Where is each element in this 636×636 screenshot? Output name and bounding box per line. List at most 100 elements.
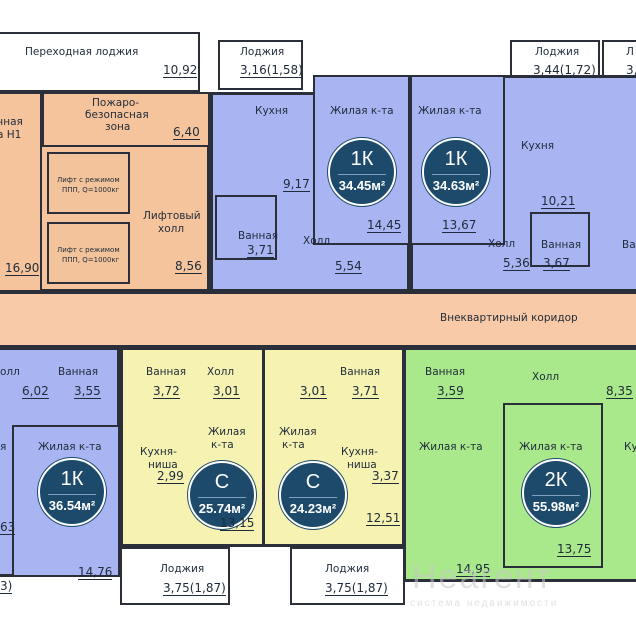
area: 6,40 (173, 125, 200, 140)
label: ППП, Q=1000кг (62, 256, 120, 264)
label: холл (158, 223, 185, 235)
bath-a (215, 195, 277, 260)
apartment-total-area: 34.45м² (338, 174, 386, 193)
lift-2 (47, 222, 130, 284)
label: Жилая к-та (419, 441, 483, 453)
loggia-bottom-1 (120, 547, 230, 605)
label: Жилая к-та (330, 105, 394, 117)
label: Ку (624, 441, 636, 453)
area: 14,45 (367, 218, 402, 233)
area: 9,17 (283, 177, 310, 192)
area: 3,75(1,87) (163, 581, 226, 596)
label: Пожаро- (92, 97, 140, 109)
loggia-bottom-2 (290, 547, 405, 605)
area: 3,59 (437, 384, 464, 399)
apartment-total-area: 25.74м² (198, 497, 246, 516)
label: Жилая (208, 426, 246, 438)
label: Лифт с режимом (57, 246, 120, 254)
label: Ванная (340, 366, 381, 378)
area: 3,16(1,58) (240, 63, 303, 78)
area: 12,51 (366, 511, 401, 526)
area: 8,35 (606, 384, 633, 399)
label: Жилая к-та (418, 105, 482, 117)
label: Лоджия (240, 46, 285, 58)
watermark-logo: Неагент (412, 558, 554, 596)
corridor-label: Внеквартирный коридор (440, 312, 578, 324)
apartment-total-area: 36.54м² (48, 494, 96, 513)
apartment-badge: С 25.74м² (188, 461, 256, 529)
label: Ва (622, 239, 636, 251)
label: Ванная (541, 239, 582, 251)
area: 3,55 (74, 384, 101, 399)
label: Холл (303, 235, 331, 247)
label: Ванная (238, 230, 279, 242)
area: 3,37 (372, 469, 399, 484)
area: 3,67 (543, 256, 570, 271)
label: Ванная (146, 366, 187, 378)
area: 16,90 (5, 261, 40, 276)
label: Л (626, 46, 634, 58)
label: Жилая к-та (519, 441, 583, 453)
fire-safe-zone (42, 92, 210, 147)
label: зона (105, 121, 131, 133)
label: Ванная (425, 366, 466, 378)
label: Переходная лоджия (25, 46, 139, 58)
label: а Н1 (0, 129, 22, 141)
apartment-total-area: 34.63м² (432, 174, 480, 193)
area: 14,76 (78, 565, 113, 580)
area: 3, (626, 64, 636, 78)
apartment-type: С (214, 471, 230, 493)
label: безопасная (85, 109, 149, 121)
label: Лоджия (160, 563, 205, 575)
lift-1 (47, 152, 130, 214)
area: 8,56 (175, 259, 202, 274)
area: 10,21 (541, 194, 576, 209)
apartment-type: 2К (544, 469, 568, 491)
area: 13,67 (442, 218, 477, 233)
area: 5,36 (503, 256, 530, 271)
label: олл (0, 366, 20, 378)
apartment-total-area: 55.98м² (532, 495, 580, 514)
label: Кухня (255, 105, 289, 117)
transit-loggia (0, 32, 200, 92)
label: Лифт с режимом (57, 176, 120, 184)
label: Кухня- (140, 446, 177, 458)
apartment-total-area: 24.23м² (289, 497, 337, 516)
loggia-top-1 (218, 40, 303, 90)
area: 13,15 (220, 516, 255, 531)
area: 63 (0, 520, 16, 535)
area: 3,01 (213, 384, 240, 399)
area: 3,44(1,72) (533, 63, 596, 78)
watermark-tagline: система недвижимости (410, 598, 559, 609)
label: Холл (207, 366, 235, 378)
apartment-type: 1К (350, 148, 374, 170)
label: Лоджия (325, 563, 370, 575)
label: Кухня (521, 140, 555, 152)
area: 3,71 (352, 384, 379, 399)
area: 3,72 (153, 384, 180, 399)
area: 6,02 (22, 384, 49, 399)
label: Холл (532, 371, 560, 383)
area: 2,99 (157, 469, 184, 484)
bath-b (530, 212, 590, 267)
apartment-type: 1К (60, 468, 84, 490)
apartment-badge: 1К 34.45м² (328, 138, 396, 206)
label: я (0, 441, 7, 453)
apartment-badge: 2К 55.98м² (522, 459, 590, 527)
apartment-type: С (305, 471, 321, 493)
label: Холл (488, 238, 516, 250)
label: к-та (282, 439, 305, 451)
label: Лифтовый (143, 210, 201, 222)
area: 14,95 (456, 562, 491, 577)
area: 3,01 (300, 384, 327, 399)
area: 3,75(1,87) (325, 581, 388, 596)
label: к-та (211, 439, 234, 451)
corridor (0, 292, 636, 347)
label: ППП, Q=1000кг (62, 186, 120, 194)
label: Кухня- (341, 446, 378, 458)
apartment-badge: 1К 36.54м² (38, 458, 106, 526)
label: Жилая к-та (38, 441, 102, 453)
area: 13,75 (557, 542, 592, 557)
label: Ванная (58, 366, 99, 378)
